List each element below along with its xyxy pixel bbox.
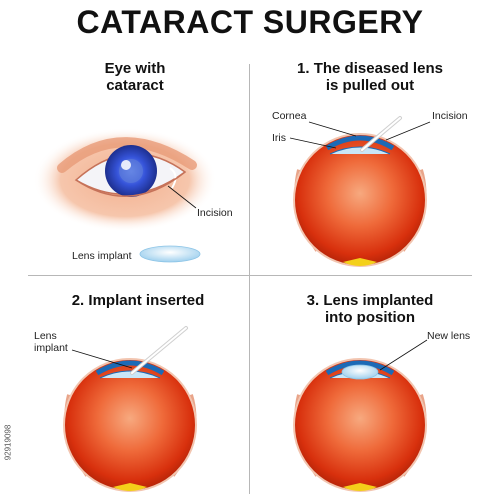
panel3-heading: 2. Implant inserted bbox=[71, 292, 205, 309]
incision-label-panel1: Incision bbox=[197, 207, 233, 219]
panel2-heading: 1. The diseased lens is pulled out bbox=[297, 60, 443, 94]
iris-label: Iris bbox=[272, 132, 286, 144]
panel1-heading: Eye with cataract bbox=[104, 60, 166, 94]
panel4-heading: 3. Lens implanted into position bbox=[306, 292, 434, 326]
eyeball-lens-removal-illustration bbox=[289, 116, 431, 267]
horizontal-divider bbox=[28, 275, 472, 276]
vertical-divider bbox=[249, 64, 250, 494]
eyeball-lens-in-position-illustration bbox=[293, 339, 428, 492]
lens-implant-label-panel3: Lens implant bbox=[34, 330, 68, 354]
cornea-label: Cornea bbox=[272, 110, 307, 122]
new-lens-label: New lens bbox=[427, 330, 471, 342]
eyeball-implant-insertion-illustration bbox=[63, 326, 197, 492]
page-title: CATARACT SURGERY bbox=[76, 4, 424, 40]
eye-with-cataract-illustration bbox=[33, 128, 217, 263]
incision-label-panel2: Incision bbox=[432, 110, 468, 122]
lens-implant-label: Lens implant bbox=[72, 250, 132, 262]
watermark-id: 92919098 bbox=[3, 424, 13, 461]
